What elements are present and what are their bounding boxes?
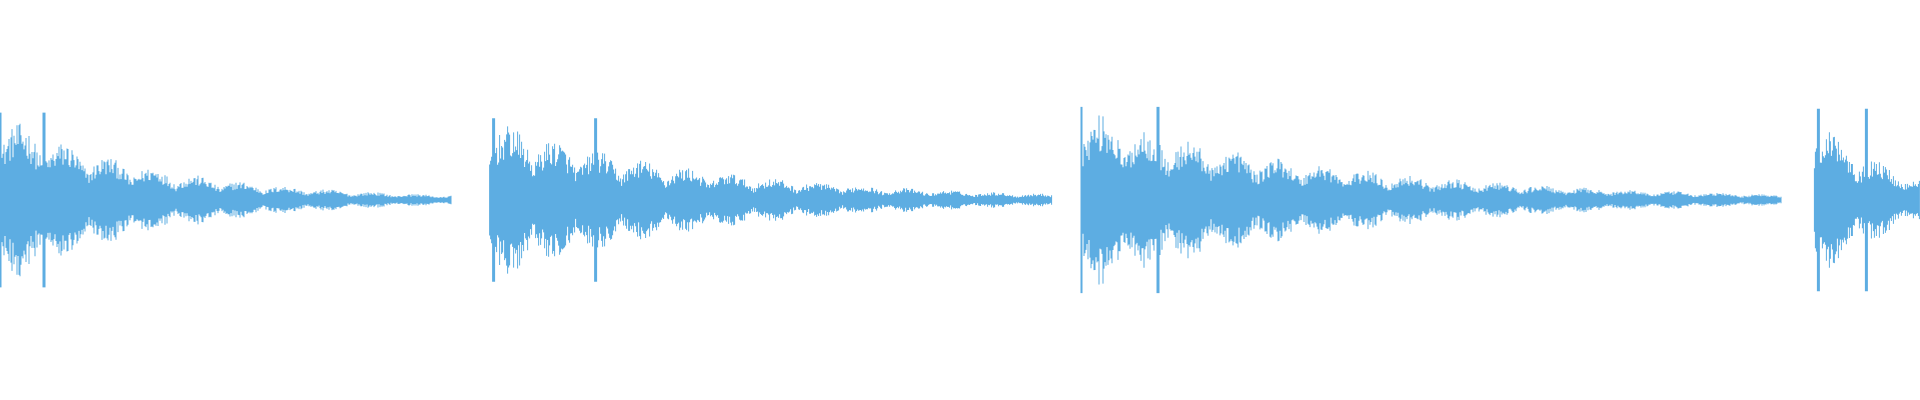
waveform-bars — [0, 106, 1920, 294]
waveform-path — [0, 106, 1920, 294]
